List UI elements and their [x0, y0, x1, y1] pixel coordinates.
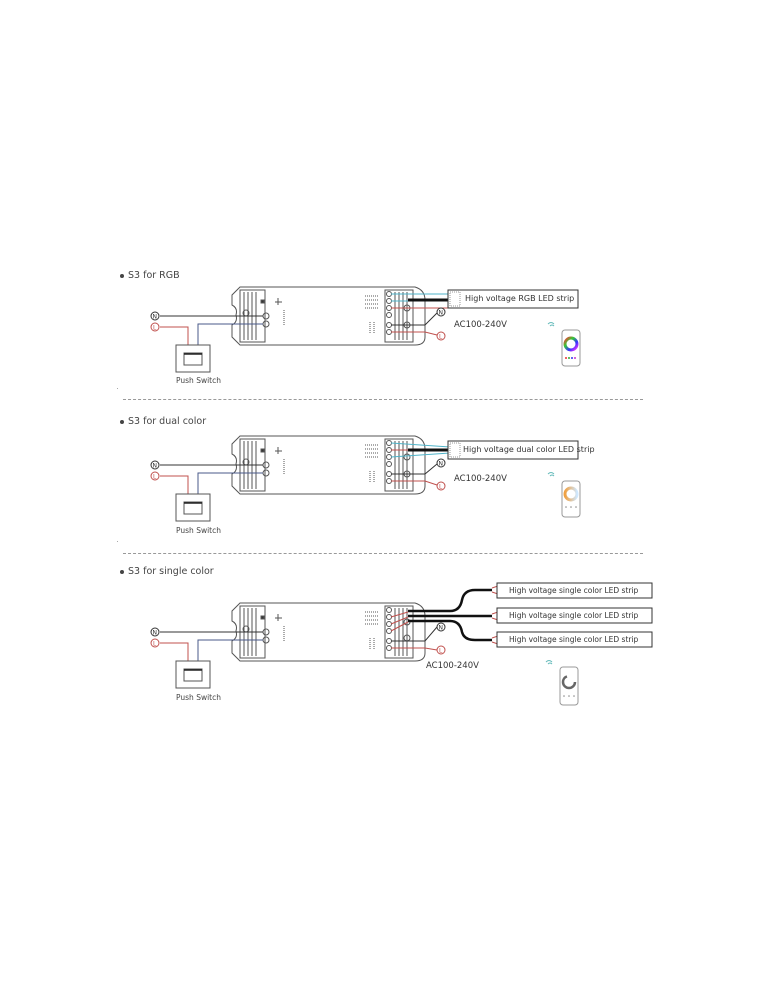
- led-strip-label: High voltage RGB LED strip: [465, 294, 575, 303]
- push-switch-icon: [175, 493, 211, 522]
- controller-body: [231, 602, 426, 662]
- led-strip-box: [447, 440, 579, 460]
- mains-symbols-left: N L: [150, 460, 160, 481]
- led-strip-box: [496, 582, 653, 599]
- section-title: S3 for single color: [120, 566, 214, 577]
- mains-symbols-right: N L: [436, 622, 446, 655]
- led-strip-label: High voltage single color LED strip: [509, 611, 639, 620]
- mains-symbols-left: N L: [150, 311, 160, 332]
- input-wires: [160, 464, 263, 494]
- section-divider: [123, 553, 643, 554]
- bullet-icon: [120, 273, 124, 278]
- svg-text:L: L: [439, 334, 443, 341]
- svg-text:N: N: [153, 314, 158, 321]
- svg-text:N: N: [439, 461, 444, 468]
- output-wires: [390, 442, 451, 486]
- led-strip-box: [496, 631, 653, 648]
- svg-text:L: L: [153, 641, 157, 648]
- bullet-icon: [120, 569, 124, 574]
- svg-text:L: L: [439, 484, 443, 491]
- wiring-diagram-rgb: N L N L: [150, 286, 581, 373]
- push-switch-label: Push Switch: [176, 693, 221, 702]
- wiring-diagram-single-color: N L N L: [150, 582, 653, 706]
- cct-remote-icon: [547, 472, 581, 518]
- led-strip-label: High voltage single color LED strip: [509, 586, 639, 595]
- svg-text:L: L: [153, 474, 157, 481]
- output-cables: [390, 585, 499, 651]
- controller-body: [231, 435, 426, 495]
- section-title: S3 for RGB: [120, 270, 180, 281]
- svg-text:N: N: [439, 625, 444, 632]
- bullet-icon: [120, 419, 124, 424]
- svg-text:N: N: [153, 463, 158, 470]
- mains-symbols-right: N L: [436, 458, 446, 491]
- rgb-remote-icon: [547, 322, 581, 367]
- push-switch-icon: [175, 344, 211, 373]
- dimmer-remote-icon: [545, 660, 579, 706]
- push-switch-label: Push Switch: [176, 376, 221, 385]
- input-wires: [160, 315, 263, 345]
- mains-symbols-left: N L: [150, 627, 160, 648]
- led-strip-label: High voltage single color LED strip: [509, 635, 639, 644]
- push-switch-label: Push Switch: [176, 526, 221, 535]
- voltage-label: AC100-240V: [426, 661, 479, 671]
- led-strip-label: High voltage dual color LED strip: [463, 445, 595, 454]
- voltage-label: AC100-240V: [454, 320, 507, 330]
- stray-mark: [117, 388, 118, 389]
- section-title: S3 for dual color: [120, 416, 206, 427]
- mains-symbols-right: N L: [436, 307, 446, 341]
- led-strip-box: [447, 289, 579, 309]
- svg-text:L: L: [153, 325, 157, 332]
- section-divider: [123, 399, 643, 400]
- svg-text:N: N: [153, 630, 158, 637]
- svg-text:N: N: [439, 310, 444, 317]
- stray-mark: [117, 541, 118, 542]
- led-strip-box: [496, 607, 653, 624]
- input-wires: [160, 631, 263, 661]
- push-switch-icon: [175, 660, 211, 689]
- voltage-label: AC100-240V: [454, 474, 507, 484]
- svg-text:L: L: [439, 648, 443, 655]
- wiring-diagram-dual-color: N L N L: [150, 435, 581, 522]
